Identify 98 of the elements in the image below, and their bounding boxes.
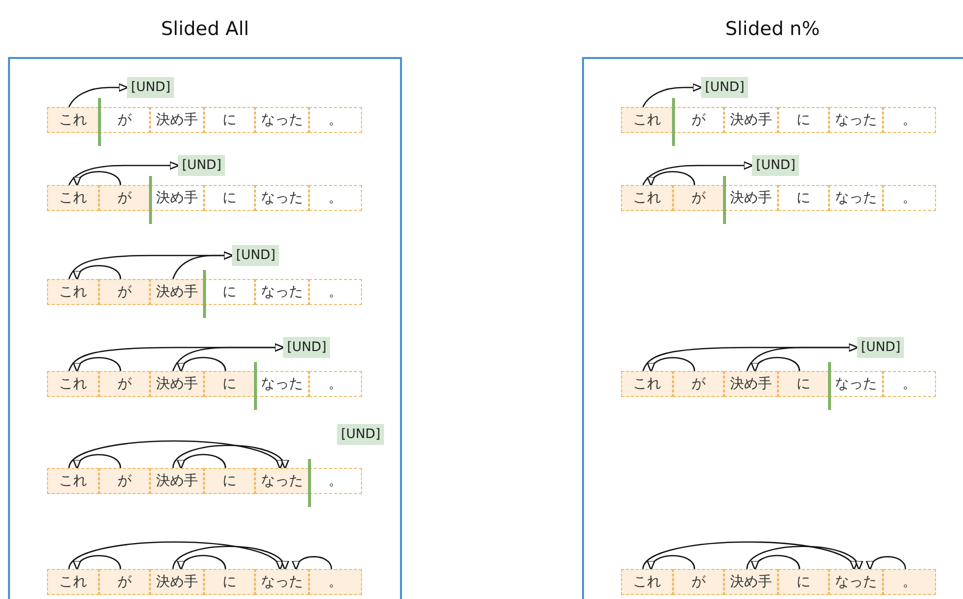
token-cell: これ xyxy=(47,279,99,305)
token-cell: 。 xyxy=(883,371,936,397)
arrow xyxy=(752,554,800,570)
token-cell: に xyxy=(204,185,255,211)
arrow xyxy=(648,356,696,372)
und-tag: [UND] xyxy=(127,77,174,98)
token-cell: に xyxy=(204,569,255,595)
token-cell: 。 xyxy=(309,279,362,305)
und-tag: [UND] xyxy=(178,155,226,176)
panel-heading: Slided All xyxy=(160,18,250,40)
token-cell: に xyxy=(204,107,255,133)
arrow xyxy=(74,554,122,570)
token-cell: 。 xyxy=(309,371,362,397)
arrow xyxy=(293,556,332,571)
token-cell: 決め手 xyxy=(150,279,204,305)
token-cell: これ xyxy=(621,569,673,595)
token-cell: これ xyxy=(47,185,99,211)
arrow xyxy=(867,556,906,571)
token-cell: なった xyxy=(255,371,309,397)
token-cell: 。 xyxy=(883,569,936,595)
arrow xyxy=(172,444,287,470)
token-cell: 。 xyxy=(309,107,362,133)
arrow xyxy=(648,170,696,186)
token-cell: に xyxy=(778,107,829,133)
token-cell: 決め手 xyxy=(150,468,204,494)
token-cell: これ xyxy=(47,468,99,494)
token-cell: なった xyxy=(829,371,883,397)
arrow xyxy=(642,161,754,186)
und-tag: [UND] xyxy=(752,155,800,176)
token-cell: に xyxy=(204,371,255,397)
token-cell: に xyxy=(778,371,829,397)
token-cell: 。 xyxy=(883,107,936,133)
token-cell: が xyxy=(673,107,724,133)
token-cell: に xyxy=(778,569,829,595)
token-cell: なった xyxy=(255,279,309,305)
token-cell: 。 xyxy=(309,468,362,494)
token-cell: なった xyxy=(829,185,883,211)
token-cell: 決め手 xyxy=(724,185,778,211)
token-cell: これ xyxy=(621,185,673,211)
token-cell: 。 xyxy=(309,569,362,595)
arrow xyxy=(642,541,856,570)
und-tag: [UND] xyxy=(857,337,904,358)
arrow xyxy=(746,546,861,570)
token-cell: これ xyxy=(621,371,673,397)
arrow xyxy=(178,454,226,470)
token-cell: が xyxy=(99,279,150,305)
arrow xyxy=(752,356,800,372)
token-cell: が xyxy=(99,185,150,211)
arrow xyxy=(178,554,226,570)
und-tag: [UND] xyxy=(232,245,280,266)
token-cell: が xyxy=(99,569,150,595)
token-cell: これ xyxy=(47,371,99,397)
arrow xyxy=(642,83,703,108)
token-cell: に xyxy=(778,185,829,211)
token-cell: 決め手 xyxy=(724,371,778,397)
arrow xyxy=(74,356,122,372)
token-cell: 決め手 xyxy=(150,185,204,211)
panel-heading: Slided n% xyxy=(724,18,821,40)
token-cell: 決め手 xyxy=(150,569,204,595)
arrow xyxy=(68,161,180,186)
arrow xyxy=(68,541,282,570)
token-cell: が xyxy=(673,569,724,595)
arrow xyxy=(746,343,859,372)
token-cell: に xyxy=(204,468,255,494)
und-tag: [UND] xyxy=(701,77,748,98)
arrow xyxy=(74,454,122,470)
und-tag: [UND] xyxy=(283,337,330,358)
und-tag: [UND] xyxy=(337,424,384,445)
arrow xyxy=(68,440,282,470)
token-cell: に xyxy=(204,279,255,305)
token-cell: が xyxy=(673,185,724,211)
token-cell: が xyxy=(99,107,150,133)
token-cell: なった xyxy=(255,468,309,494)
token-cell: これ xyxy=(621,107,673,133)
token-cell: が xyxy=(673,371,724,397)
arrow xyxy=(68,83,129,108)
token-cell: 決め手 xyxy=(150,371,204,397)
token-cell: が xyxy=(99,371,150,397)
token-cell: なった xyxy=(829,569,883,595)
arrow xyxy=(172,546,287,570)
token-cell: なった xyxy=(829,107,883,133)
token-cell: これ xyxy=(47,569,99,595)
token-cell: が xyxy=(99,468,150,494)
token-cell: これ xyxy=(47,107,99,133)
token-cell: 決め手 xyxy=(724,107,778,133)
token-cell: 決め手 xyxy=(724,569,778,595)
arrow xyxy=(648,554,696,570)
arrow xyxy=(74,264,122,280)
token-cell: 。 xyxy=(883,185,936,211)
arrow xyxy=(172,251,234,280)
arrow xyxy=(74,170,122,186)
token-cell: 。 xyxy=(309,185,362,211)
arrow xyxy=(172,343,285,372)
token-cell: なった xyxy=(255,185,309,211)
token-cell: なった xyxy=(255,569,309,595)
token-cell: なった xyxy=(255,107,309,133)
token-cell: 決め手 xyxy=(150,107,204,133)
arrow xyxy=(178,356,226,372)
